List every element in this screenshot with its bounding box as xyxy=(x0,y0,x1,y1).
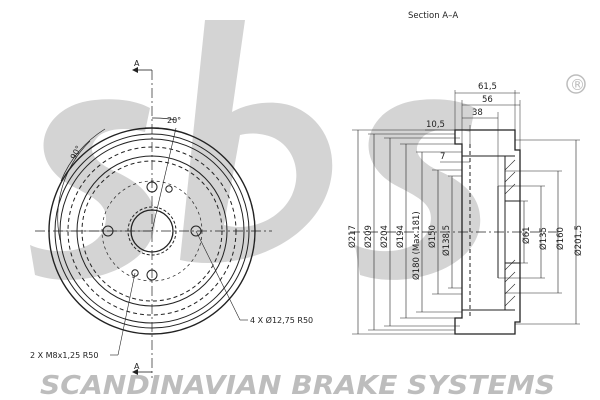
section-view xyxy=(350,90,580,335)
diameter-180: Ø180 (Max 181) xyxy=(411,211,422,280)
brand-footer: SCANDINAVIAN BRAKE SYSTEMS xyxy=(40,371,555,400)
section-marker-top: A xyxy=(134,59,140,68)
diameter-209: Ø209 xyxy=(363,225,374,248)
diameter-61: Ø61 xyxy=(521,226,532,244)
dim-7: 7 xyxy=(440,152,445,162)
thread-hole xyxy=(131,269,139,277)
front-view xyxy=(35,69,272,378)
bolt-hole-callout: 4 X Ø12,75 R50 xyxy=(250,315,313,325)
registered-circle xyxy=(566,74,586,94)
dim-38: 38 xyxy=(472,108,483,118)
diameter-201-5: Ø201,5 xyxy=(573,225,584,256)
dim-56: 56 xyxy=(482,95,493,105)
diameter-150: Ø150 xyxy=(427,225,438,248)
section-title: Section A–A xyxy=(408,11,458,21)
diameter-194: Ø194 xyxy=(395,225,406,248)
bolt-hole xyxy=(146,181,158,193)
angle-label-small: 20° xyxy=(167,116,181,125)
drum-outer-circle xyxy=(48,127,256,335)
diameter-204: Ø204 xyxy=(379,225,390,248)
bolt-hole xyxy=(190,225,202,237)
diameter-217: Ø217 xyxy=(347,225,358,248)
dim-61-5: 61,5 xyxy=(478,82,497,92)
registered-mark: ® xyxy=(570,76,585,94)
thread-hole xyxy=(165,185,173,193)
bolt-hole xyxy=(146,269,158,281)
section-marker-bottom: A xyxy=(134,362,140,371)
thread-hole-callout: 2 X M8x1,25 R50 xyxy=(30,351,98,360)
diameter-160: Ø160 xyxy=(555,227,566,250)
section-arrow-bottom xyxy=(132,369,138,375)
diameter-135: Ø135 xyxy=(538,227,549,250)
section-arrow-top xyxy=(132,67,138,73)
dim-10-5: 10,5 xyxy=(426,120,445,130)
sbs-watermark xyxy=(30,20,481,280)
diameter-138-5: Ø138,5 xyxy=(441,225,452,256)
